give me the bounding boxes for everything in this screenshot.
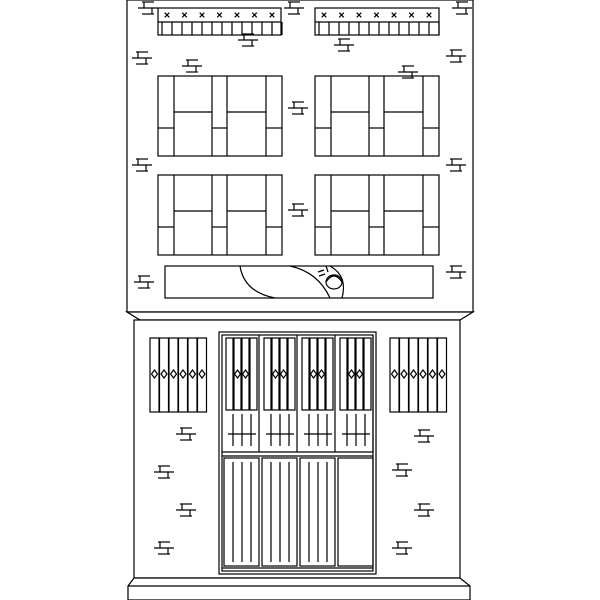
brick-mark [182, 59, 202, 73]
louvre-panel-left [149, 337, 208, 413]
brick-mark [398, 65, 418, 79]
brick-mark [452, 1, 472, 15]
louvre-panel-right [389, 337, 448, 413]
window-frame [314, 174, 440, 256]
brick-mark [176, 503, 196, 517]
brick-mark [132, 51, 152, 65]
balustrade-cross [251, 12, 258, 18]
brick-mark [238, 33, 258, 47]
brick-mark [154, 541, 174, 555]
brick-mark [288, 203, 308, 217]
brick-mark [134, 275, 154, 289]
balustrade-cross [216, 12, 223, 18]
door-leaf [337, 335, 374, 567]
upper-floor [126, 0, 474, 313]
cornice [124, 311, 476, 321]
brick-mark [414, 503, 434, 517]
balustrade-cross [321, 12, 327, 18]
window-frame [314, 75, 440, 157]
brick-mark [154, 465, 174, 479]
balustrade-right [314, 7, 440, 36]
brick-mark [446, 265, 466, 279]
signboard-swoosh-left [239, 265, 276, 299]
brick-mark [446, 158, 466, 172]
window-upper-left-bottom [157, 174, 283, 256]
signboard [164, 265, 434, 299]
base-plinth [127, 577, 471, 600]
balustrade-cross [269, 12, 275, 18]
window-frame [157, 75, 283, 157]
balustrade-cross [373, 12, 380, 18]
lower-floor [124, 311, 476, 600]
brick-mark [284, 1, 304, 15]
brick-mark [414, 429, 434, 443]
balustrade-cross [426, 12, 432, 18]
balustrade-cross [164, 12, 170, 18]
brick-mark [176, 427, 196, 441]
balustrade-left [157, 7, 283, 36]
brick-mark [334, 38, 354, 52]
louvre-slat [436, 337, 448, 413]
window-frame [157, 174, 283, 256]
balustrade-cross [338, 12, 345, 18]
window-upper-right-top [314, 75, 440, 157]
brick-mark [132, 158, 152, 172]
brick-mark [446, 49, 466, 63]
brick-mark [392, 463, 412, 477]
brick-mark [138, 1, 158, 15]
brick-mark [288, 101, 308, 115]
brick-mark [392, 541, 412, 555]
louvre-slat [196, 337, 208, 413]
balustrade-cross [234, 12, 240, 18]
brick-marks [132, 1, 472, 555]
balustrade-cross [181, 12, 188, 18]
main-door [218, 331, 377, 575]
balustrade-cross [356, 12, 362, 18]
window-upper-left-top [157, 75, 283, 157]
signboard-swoosh-right [329, 265, 345, 299]
window-upper-right-bottom [314, 174, 440, 256]
door-leaf [261, 335, 298, 567]
signboard-swoosh-mid [289, 265, 331, 299]
door-leaf [223, 335, 260, 567]
balustrade-cross [199, 12, 205, 18]
balustrade-cross [408, 12, 415, 18]
balustrade-cross [391, 12, 397, 18]
door-leaf [299, 335, 336, 567]
signboard-emblem [317, 265, 343, 290]
